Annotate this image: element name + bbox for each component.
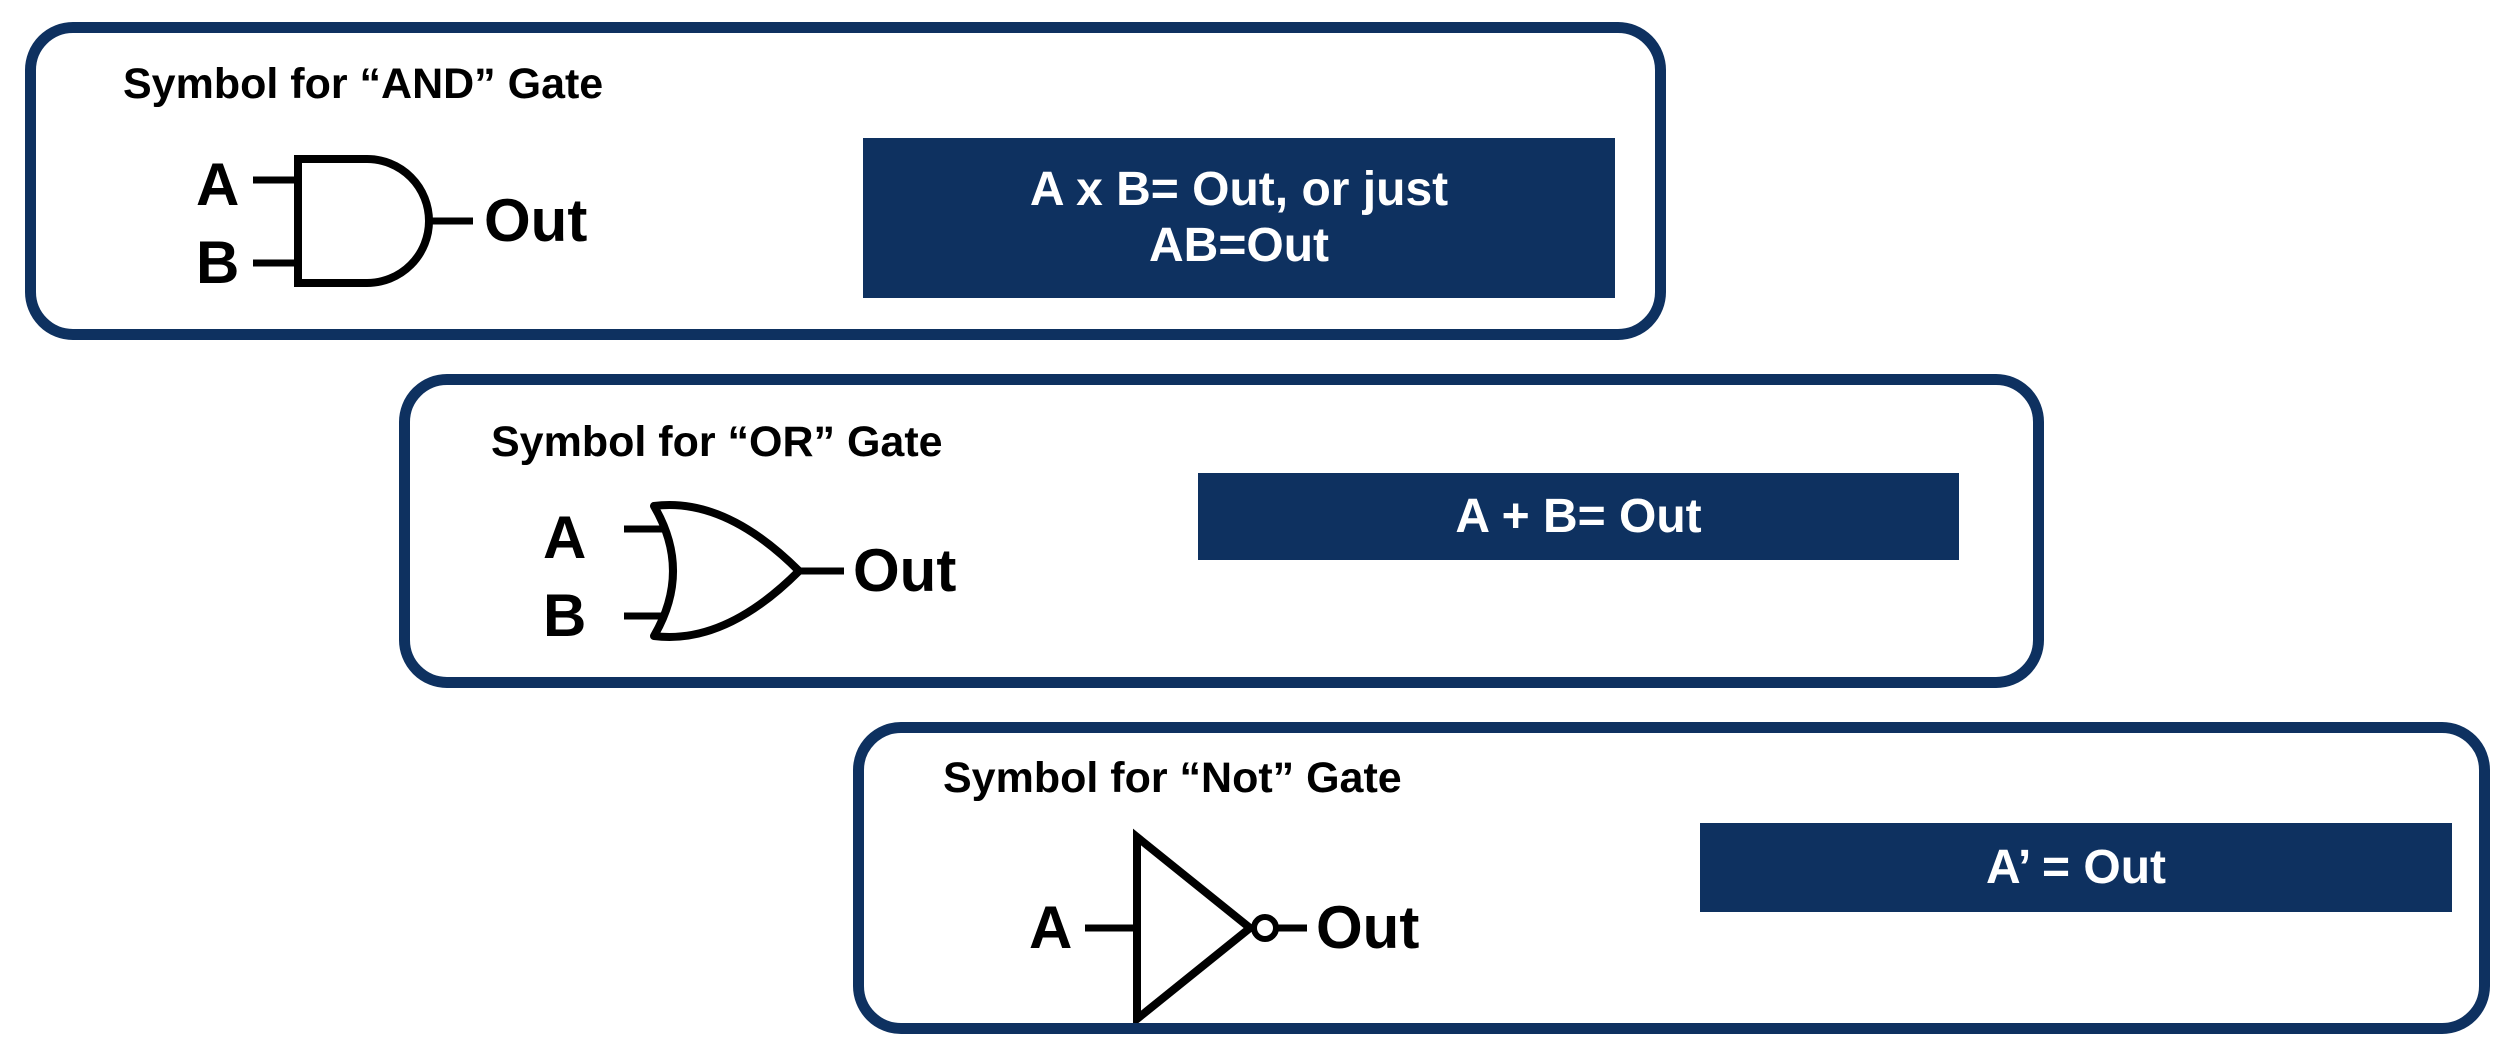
not-gate-panel: Symbol for “Not” Gate A Out A’ = Out (853, 722, 2490, 1034)
and-gate-panel: Symbol for “AND” Gate A B Out A x B= Out… (25, 22, 1666, 340)
or-formula-line-1: A + B= Out (1455, 489, 1702, 543)
and-input-label-b: B (196, 229, 240, 296)
or-formula-box: A + B= Out (1198, 473, 1959, 560)
and-gate-symbol-icon (253, 155, 473, 287)
or-panel-title: Symbol for “OR” Gate (491, 418, 943, 466)
or-input-label-b: B (543, 582, 587, 649)
and-input-label-a: A (196, 151, 240, 218)
and-formula-line-2: AB=Out (1149, 219, 1329, 272)
not-formula-box: A’ = Out (1700, 823, 2452, 912)
not-formula-line-1: A’ = Out (1985, 840, 2167, 894)
and-formula-box: A x B= Out, or just AB=Out (863, 138, 1615, 298)
not-panel-title: Symbol for “Not” Gate (943, 754, 1402, 802)
and-output-label: Out (484, 187, 588, 254)
and-formula-line-1: A x B= Out, or just (1029, 163, 1449, 217)
and-panel-title: Symbol for “AND” Gate (123, 60, 604, 108)
or-output-label: Out (853, 537, 957, 604)
not-gate-symbol-icon (1085, 828, 1307, 1023)
not-output-label: Out (1316, 894, 1420, 961)
not-input-label-a: A (1029, 894, 1073, 961)
or-input-label-a: A (543, 504, 587, 571)
or-gate-symbol-icon (624, 501, 844, 641)
or-gate-panel: Symbol for “OR” Gate A B Out A + B= Out (399, 374, 2044, 688)
